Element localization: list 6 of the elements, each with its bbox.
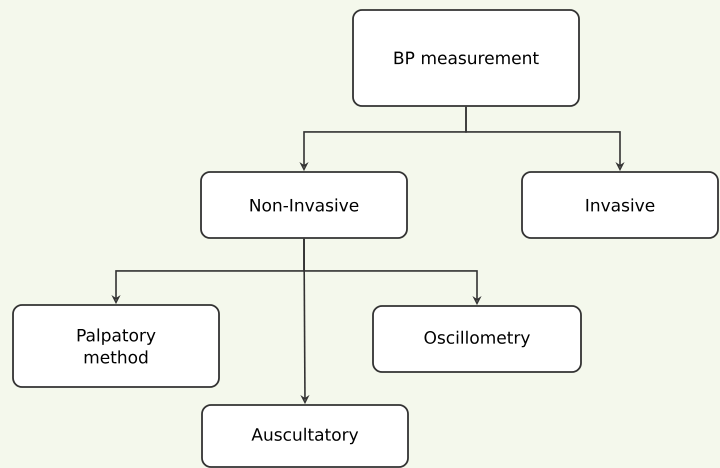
category-box: Palpatory method bbox=[12, 304, 220, 388]
category-box: Invasive bbox=[521, 171, 719, 239]
category-box: BP measurement bbox=[352, 9, 580, 107]
category-box: Non-Invasive bbox=[200, 171, 408, 239]
category-box: Auscultatory bbox=[201, 404, 409, 468]
category-box: Oscillometry bbox=[372, 305, 582, 373]
